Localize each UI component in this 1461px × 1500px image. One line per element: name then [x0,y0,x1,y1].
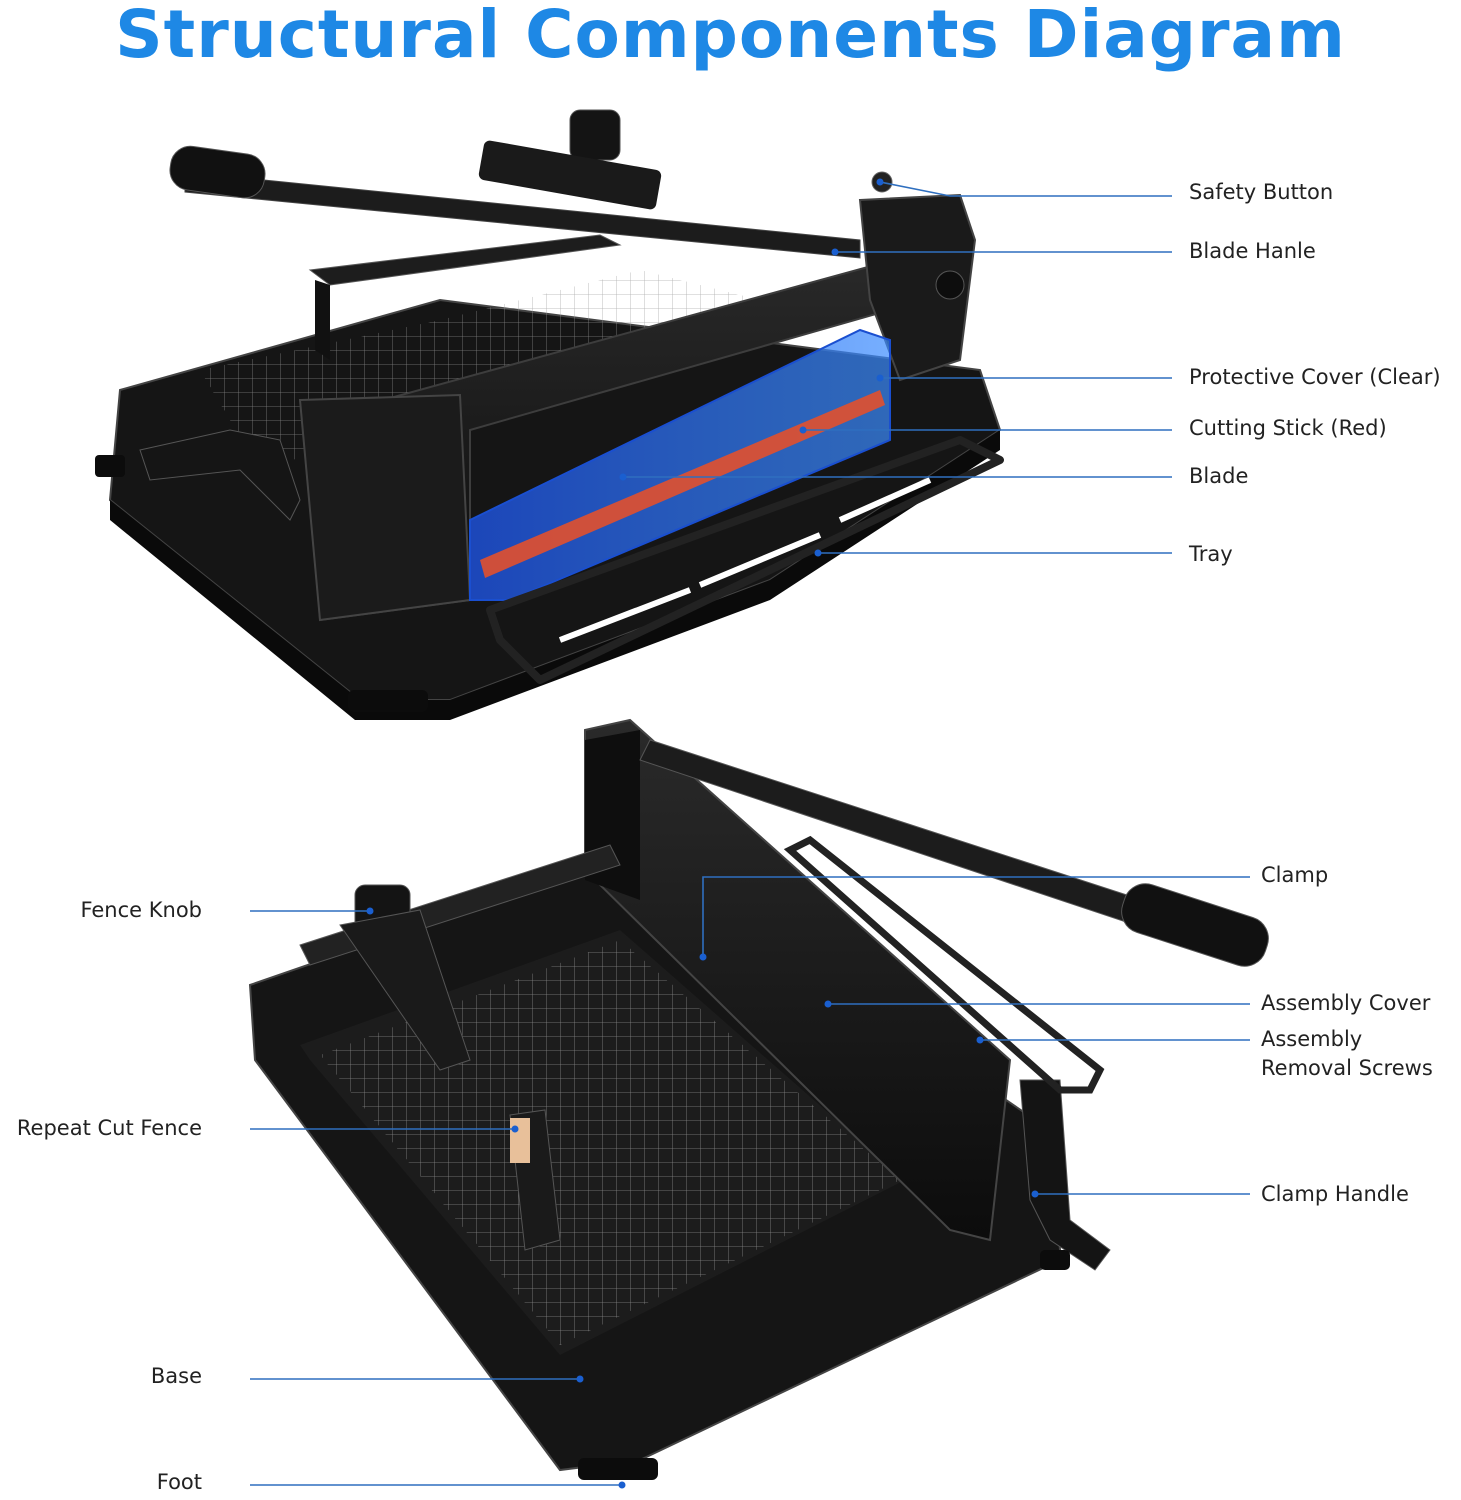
label-cutting-stick: Cutting Stick (Red) [1189,416,1387,440]
top-left-end-block [298,393,472,622]
dot-protective-cover [876,374,884,382]
dot-clamp-handle [1031,1190,1039,1198]
top-lever-grip [169,145,266,199]
label-tray: Tray [1189,542,1233,566]
bottom-fence-bracket [339,909,471,1071]
bottom-foot [578,1458,658,1480]
dot-base [576,1375,584,1383]
top-tray-slot-3 [838,477,932,523]
leader-lines [250,181,1250,1486]
dot-assembly-removal-screws [976,1036,984,1044]
label-assembly-cover: Assembly Cover [1261,991,1431,1015]
label-safety-button: Safety Button [1189,180,1334,204]
bottom-clamp-panel [585,730,640,900]
dot-assembly-cover [824,1000,832,1008]
top-tray-slot-1 [558,587,692,643]
top-right-pivot [858,193,977,382]
dot-tray [814,549,822,557]
label-foot: Foot [156,1470,202,1494]
bottom-lever-grip [1121,883,1269,967]
leader-safety-button [879,181,1172,197]
top-back-fence-face [315,280,330,360]
dot-blade [619,473,627,481]
label-assembly-removal-screws-1: Assembly [1261,1027,1363,1051]
bottom-cutter [248,718,1269,1480]
top-base-edge [110,430,1000,720]
label-blade-handle: Blade Hanle [1189,239,1316,263]
bottom-clamp-handle [1019,1079,1111,1271]
bottom-grid [320,940,900,1345]
dot-safety-button [876,178,884,186]
dot-foot [618,1481,626,1489]
bottom-foot-right [1040,1250,1070,1270]
label-protective-cover: Protective Cover (Clear) [1189,365,1441,389]
label-assembly-removal-screws-2: Removal Screws [1261,1056,1433,1080]
top-fence-bracket [478,140,662,210]
top-cutter [95,109,1004,720]
leader-clamp [702,876,1250,957]
top-foot-left [95,455,125,477]
dot-cutting-stick [799,426,807,434]
bottom-side-tray [783,835,1105,1094]
label-clamp-handle: Clamp Handle [1261,1182,1409,1206]
leader-dots [366,178,1039,1489]
label-blade: Blade [1189,464,1249,488]
top-foot-front [348,690,428,712]
label-repeat-cut-fence: Repeat Cut Fence [16,1116,202,1140]
top-fence-knob [569,109,621,161]
top-tray-slot-2 [698,532,822,588]
dot-blade-handle [831,248,839,256]
label-clamp: Clamp [1261,863,1329,887]
dot-repeat-cut-fence [511,1125,519,1133]
top-back-fence [308,234,622,286]
page-title: Structural Components Diagram [115,0,1346,73]
dot-clamp [699,953,707,961]
top-pivot-bolt [935,270,965,300]
label-base: Base [150,1364,202,1388]
top-tray [486,436,1004,684]
bottom-fence-tag [510,1118,530,1163]
top-clamp-crank [139,429,301,521]
dot-fence-knob [366,907,374,915]
label-fence-knob: Fence Knob [80,898,202,922]
top-cutting-stick [480,390,885,578]
